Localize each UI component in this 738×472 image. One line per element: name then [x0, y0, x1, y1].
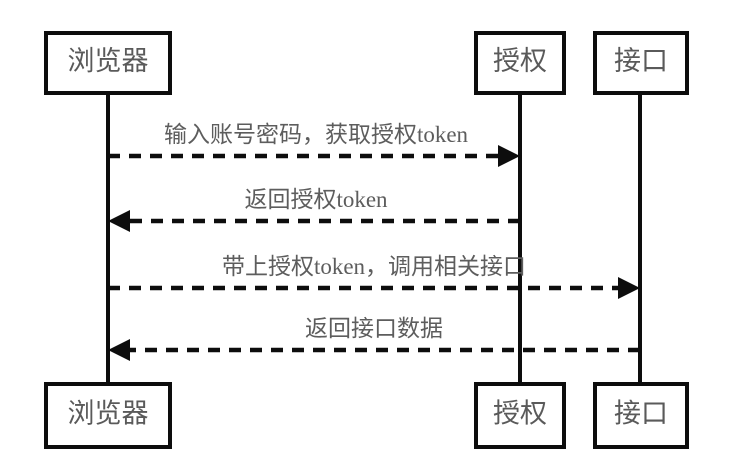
participant-api-top[interactable]: 接口 — [593, 31, 689, 95]
participant-label-browser-bottom: 浏览器 — [68, 399, 149, 429]
participant-boxes-top: 浏览器 授权 接口 — [44, 31, 689, 95]
participant-label-api-top: 接口 — [614, 46, 668, 76]
lifelines-group — [106, 93, 642, 384]
participant-auth-bottom[interactable]: 授权 — [474, 382, 566, 449]
participant-browser-bottom[interactable]: 浏览器 — [44, 382, 172, 449]
participant-api-bottom[interactable]: 接口 — [593, 382, 689, 449]
participant-box-auth-top[interactable] — [474, 31, 566, 95]
message-1[interactable]: 输入账号密码，获取授权token — [108, 122, 520, 167]
participant-box-auth-bottom[interactable] — [474, 382, 566, 449]
message-label-4: 返回接口数据 — [305, 316, 443, 341]
participant-boxes-bottom: 浏览器 授权 接口 — [44, 382, 689, 449]
message-arrowhead-2 — [108, 210, 130, 232]
participant-label-browser-top: 浏览器 — [68, 46, 149, 76]
message-4[interactable]: 返回接口数据 — [108, 316, 640, 361]
message-label-3: 带上授权token，调用相关接口 — [222, 254, 526, 279]
message-arrowhead-1 — [498, 145, 520, 167]
participant-browser-top[interactable]: 浏览器 — [44, 31, 172, 95]
message-label-1: 输入账号密码，获取授权token — [164, 122, 469, 147]
message-arrowhead-3 — [618, 277, 640, 299]
messages-group: 输入账号密码，获取授权token 返回授权token 带上授权token，调用相… — [108, 122, 640, 361]
participant-auth-top[interactable]: 授权 — [474, 31, 566, 95]
participant-box-api-bottom[interactable] — [593, 382, 689, 449]
participant-box-api-top[interactable] — [593, 31, 689, 95]
participant-box-browser-top[interactable] — [44, 31, 172, 95]
message-3[interactable]: 带上授权token，调用相关接口 — [108, 254, 640, 299]
participant-label-api-bottom: 接口 — [614, 399, 668, 429]
participant-label-auth-bottom: 授权 — [493, 399, 547, 429]
message-arrowhead-4 — [108, 339, 130, 361]
message-2[interactable]: 返回授权token — [108, 187, 520, 232]
participant-box-browser-bottom[interactable] — [44, 382, 172, 449]
message-label-2: 返回授权token — [244, 187, 388, 212]
participant-label-auth-top: 授权 — [493, 46, 547, 76]
